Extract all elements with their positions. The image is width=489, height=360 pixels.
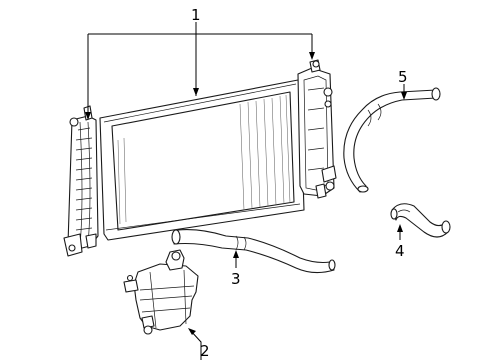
coolant-reservoir bbox=[123, 249, 199, 335]
callout-leaders bbox=[85, 22, 407, 360]
radiator-left-tank bbox=[63, 105, 99, 257]
callout-2: 2 bbox=[200, 342, 210, 360]
upper-radiator-hose bbox=[343, 87, 441, 193]
radiator-core bbox=[99, 79, 305, 241]
callout-3: 3 bbox=[231, 270, 241, 288]
callout-5: 5 bbox=[398, 68, 408, 86]
bypass-hose bbox=[390, 203, 451, 238]
radiator-right-tank bbox=[297, 59, 337, 199]
lower-radiator-hose bbox=[171, 229, 336, 274]
callout-4: 4 bbox=[395, 242, 405, 260]
callout-1: 1 bbox=[191, 6, 201, 24]
